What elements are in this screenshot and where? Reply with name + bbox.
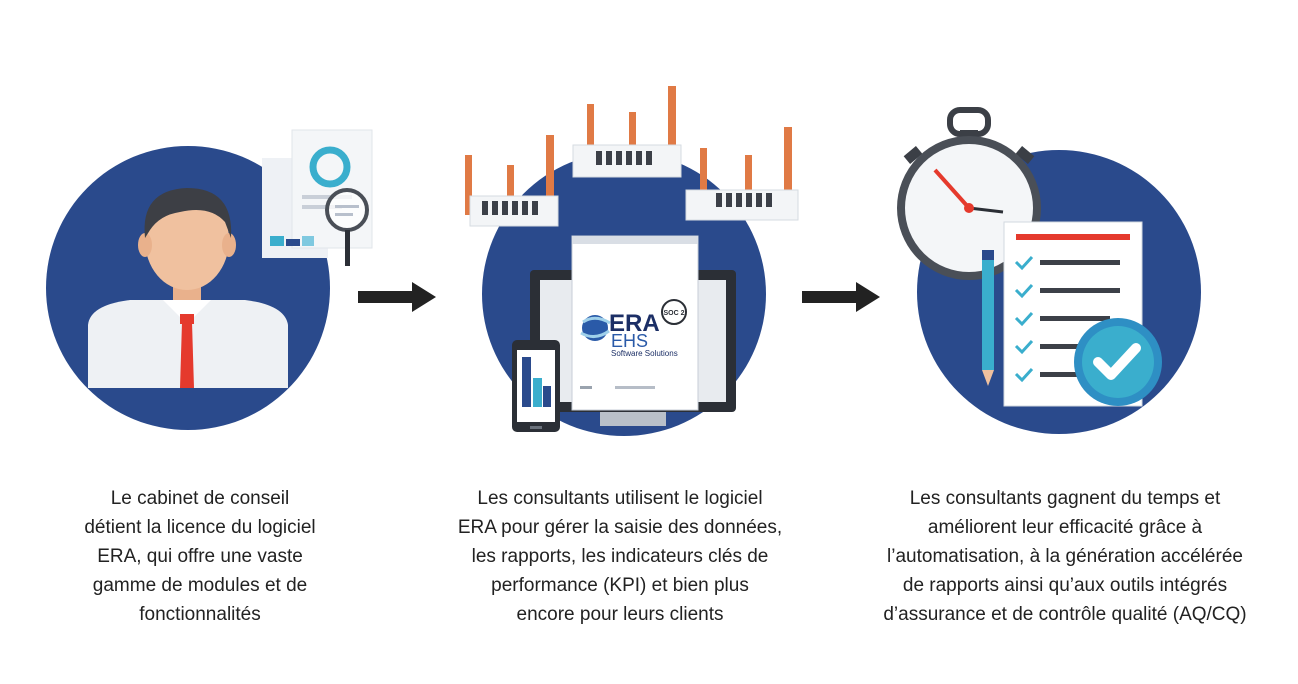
- caption-line: Les consultants utilisent le logiciel: [477, 488, 763, 509]
- logo-brand-line2: EHS: [611, 331, 648, 351]
- caption-line: d’assurance et de contrôle qualité (AQ/C…: [883, 604, 1247, 625]
- arrow-right-icon: [802, 282, 880, 312]
- factory-icon: [572, 86, 682, 178]
- caption-line: ERA, qui offre une vaste: [97, 546, 303, 567]
- consultant-person-icon: [88, 188, 288, 388]
- check-badge-icon: [1074, 318, 1162, 406]
- magnifier-icon: [325, 188, 369, 266]
- caption-line: améliorent leur efficacité grâce à: [927, 517, 1203, 538]
- caption-line: encore pour leurs clients: [516, 604, 724, 625]
- caption-line: les rapports, les indicateurs clés de: [471, 546, 769, 567]
- tablet-icon: [512, 340, 560, 432]
- step-2-caption: Les consultants utilisent le logiciel ER…: [410, 484, 830, 629]
- pencil-icon: [982, 250, 994, 386]
- step-3-caption: Les consultants gagnent du temps et amél…: [840, 484, 1290, 629]
- report-document-icon: [262, 129, 373, 258]
- caption-line: gamme de modules et de: [92, 575, 308, 596]
- step-3-illustration: [897, 107, 1201, 434]
- caption-line: de rapports ainsi qu’aux outils intégrés: [902, 575, 1228, 596]
- caption-line: Le cabinet de conseil: [110, 488, 290, 509]
- step-2-illustration: ERA EHS Software Solutions SOC 2: [465, 86, 799, 436]
- soc2-badge-icon: [661, 299, 687, 325]
- caption-line: l’automatisation, à la génération accélé…: [887, 546, 1243, 567]
- era-ehs-logo: ERA EHS Software Solutions SOC 2: [580, 299, 687, 358]
- step-1-illustration: [46, 129, 373, 430]
- caption-line: détient la licence du logiciel: [84, 517, 316, 538]
- caption-line: fonctionnalités: [139, 604, 261, 625]
- stopwatch-icon: [897, 107, 1041, 280]
- logo-tagline: Software Solutions: [611, 349, 678, 358]
- logo-brand-line1: ERA: [609, 310, 660, 337]
- soc2-badge-label: SOC 2: [663, 310, 684, 317]
- factory-icon: [465, 135, 559, 227]
- caption-line: ERA pour gérer la saisie des données,: [457, 517, 783, 538]
- caption-line: performance (KPI) et bien plus: [491, 575, 749, 596]
- factory-icon: [685, 127, 799, 221]
- arrow-right-icon: [358, 282, 436, 312]
- caption-line: Les consultants gagnent du temps et: [909, 488, 1221, 509]
- step-1-caption: Le cabinet de conseil détient la licence…: [40, 484, 360, 629]
